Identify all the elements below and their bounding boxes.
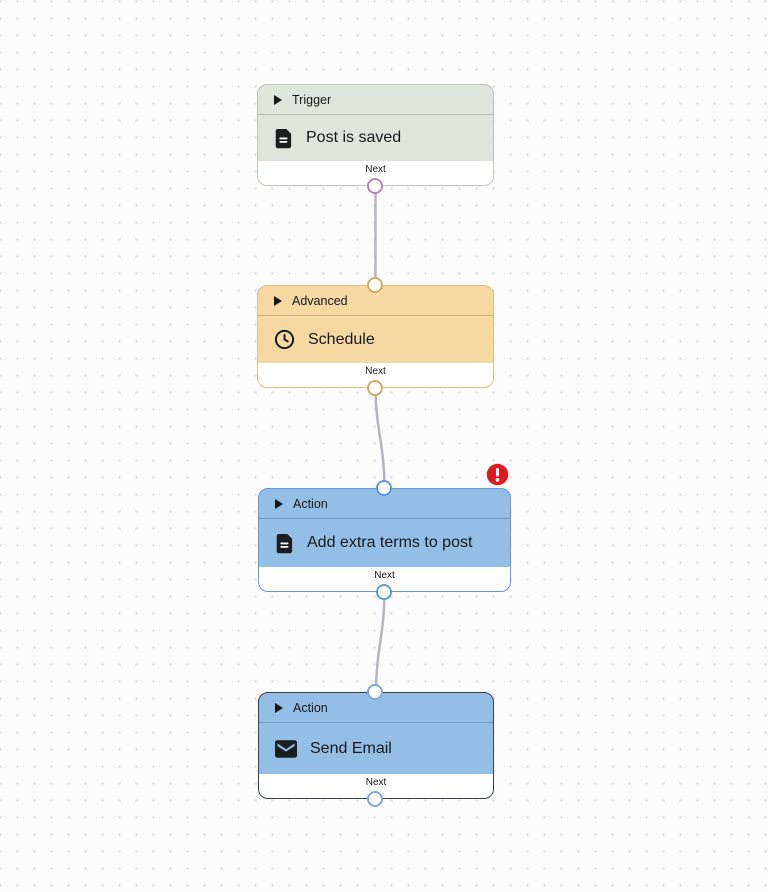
node-category-label: Advanced xyxy=(292,293,348,308)
collapse-triangle-icon[interactable] xyxy=(274,94,282,105)
connection-add-terms-to-send-email[interactable] xyxy=(374,590,386,694)
output-handle-add-terms[interactable] xyxy=(376,584,392,600)
node-body: Post is saved xyxy=(258,115,493,161)
collapse-triangle-icon[interactable] xyxy=(275,702,283,713)
error-badge[interactable] xyxy=(486,463,509,486)
node-body: Add extra terms to post xyxy=(259,519,510,567)
node-header: Trigger xyxy=(258,85,493,115)
node-body: Send Email xyxy=(259,723,493,774)
node-trigger-post-is-saved[interactable]: Trigger Post is saved Next xyxy=(257,84,494,186)
node-output-label: Next xyxy=(258,161,493,185)
node-action-send-email[interactable]: Action Send Email Next xyxy=(258,692,494,799)
node-category-label: Action xyxy=(293,496,328,511)
input-handle-add-terms[interactable] xyxy=(376,480,392,496)
output-handle-send-email[interactable] xyxy=(367,791,383,807)
node-header: Action xyxy=(259,693,493,723)
input-handle-send-email[interactable] xyxy=(367,684,383,700)
node-action-add-extra-terms[interactable]: Action Add extra terms to post Next xyxy=(258,488,511,592)
node-title: Send Email xyxy=(310,739,392,757)
node-advanced-schedule[interactable]: Advanced Schedule Next xyxy=(257,285,494,388)
collapse-triangle-icon[interactable] xyxy=(275,498,283,509)
output-handle-schedule[interactable] xyxy=(367,380,383,396)
document-icon xyxy=(274,128,293,149)
node-category-label: Trigger xyxy=(292,92,332,107)
node-body: Schedule xyxy=(258,316,493,363)
node-category-label: Action xyxy=(293,700,328,715)
node-title: Add extra terms to post xyxy=(307,534,473,551)
document-icon xyxy=(275,533,294,554)
node-header: Advanced xyxy=(258,286,493,316)
input-handle-schedule[interactable] xyxy=(367,277,383,293)
node-title: Schedule xyxy=(308,330,375,348)
node-header: Action xyxy=(259,489,510,519)
connection-schedule-to-add-terms[interactable] xyxy=(374,386,386,490)
envelope-icon xyxy=(275,739,297,758)
node-title: Post is saved xyxy=(306,129,402,146)
clock-icon xyxy=(274,329,295,350)
collapse-triangle-icon[interactable] xyxy=(274,295,282,306)
output-handle-trigger[interactable] xyxy=(367,178,383,194)
